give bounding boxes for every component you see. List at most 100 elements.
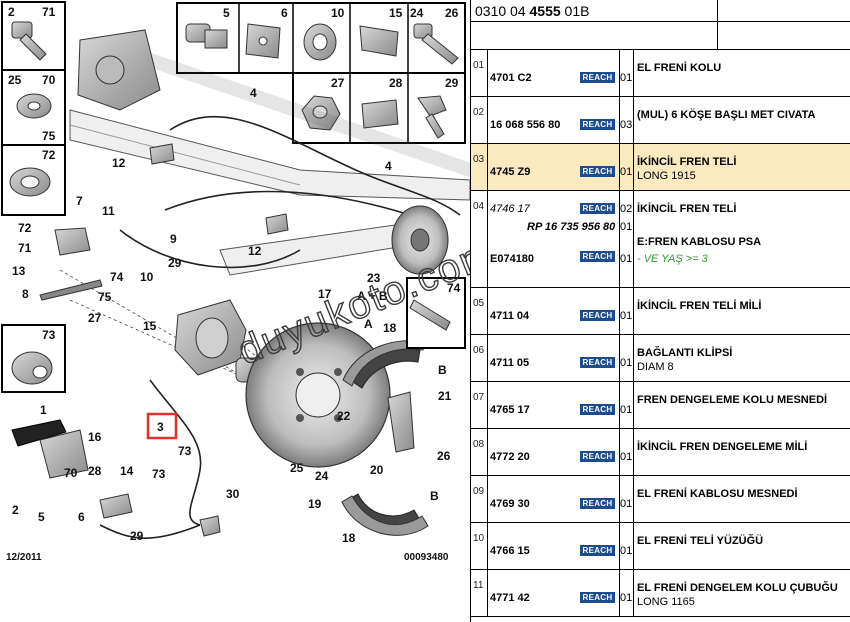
reach-badge[interactable]: REACH [580, 404, 615, 415]
reach-badge[interactable]: REACH [580, 545, 615, 556]
inset-label-6: 6 [281, 6, 288, 20]
part-number: 4766 15 [490, 545, 530, 557]
part-quantity: 01 [620, 310, 633, 322]
part-description: EL FRENİ KABLOSU MESNEDİ [637, 488, 798, 500]
callout-6: 6 [78, 510, 85, 524]
inset-label-29: 29 [445, 76, 459, 90]
washer-icon [16, 93, 52, 119]
bracket-icon [245, 23, 281, 59]
callout-1: 1 [40, 403, 47, 417]
part-number: 4769 30 [490, 498, 530, 510]
part-spec: LONG 1165 [637, 596, 695, 608]
reach-badge[interactable]: REACH [580, 498, 615, 509]
callout-73a: 73 [152, 467, 166, 481]
callout-29a: 29 [168, 256, 182, 270]
callout-4a: 4 [250, 86, 257, 100]
brake-cables [99, 115, 461, 539]
part-description: İKİNCİL FREN TELİ MİLİ [637, 300, 762, 312]
part-quantity: 01 [620, 72, 633, 84]
callout-14: 14 [120, 464, 134, 478]
brake-lever [387, 391, 415, 453]
inset-label-25: 25 [8, 73, 22, 87]
highlight-box-part-3 [146, 412, 178, 440]
reach-badge[interactable]: REACH [580, 310, 615, 321]
table-subheader [471, 22, 850, 50]
part-number: 4745 Z9 [490, 166, 531, 178]
reach-badge[interactable]: REACH [580, 357, 615, 368]
inset-label-15: 15 [389, 6, 403, 20]
part-number: 4711 05 [490, 357, 530, 369]
stub-axle [174, 299, 267, 383]
inset-label-24: 24 [410, 6, 424, 20]
replacement-quantity: 01 [620, 221, 633, 233]
part-description: İKİNCİL FREN TELİ [637, 203, 737, 215]
handbrake-lever [11, 419, 89, 479]
row-index: 04 [473, 201, 485, 212]
brake-shoe-lower [341, 493, 429, 536]
cable-end-icon [11, 351, 53, 385]
part-number: 4765 17 [490, 404, 530, 416]
clip-12b [265, 213, 289, 235]
inset-label-72: 72 [42, 148, 56, 162]
reach-badge[interactable]: REACH [580, 592, 615, 603]
screw-icon [413, 23, 459, 65]
bolt-icon [11, 21, 47, 61]
callout-72: 72 [18, 221, 32, 235]
reach-badge[interactable]: REACH [580, 72, 615, 83]
callout-28: 28 [88, 464, 102, 478]
part-quantity: 01 [620, 404, 633, 416]
equalizer-rod [39, 279, 103, 301]
alt-quantity: 01 [620, 253, 633, 265]
reach-badge[interactable]: REACH [580, 119, 615, 130]
alt-condition: - VE YAŞ >= 3 [637, 253, 708, 265]
row-index: 01 [473, 60, 485, 71]
part-quantity: 01 [620, 357, 633, 369]
part-spec: LONG 1915 [637, 170, 696, 182]
table-header: 0310 04 4555 01B [471, 0, 850, 22]
callout-2: 2 [12, 503, 19, 517]
callout-27: 27 [88, 311, 102, 325]
row-index: 08 [473, 439, 485, 450]
bushing-icon [9, 167, 51, 197]
inset-label-2: 2 [8, 5, 15, 19]
callout-labels: 4 4 12 12 7 11 9 72 71 10 29 13 74 8 75 … [12, 86, 452, 545]
reach-badge[interactable]: REACH [580, 451, 615, 462]
hub-carrier-top [77, 29, 161, 111]
alt-part-number: E074180 [490, 253, 535, 265]
callout-10: 10 [140, 270, 154, 284]
reach-badge[interactable]: REACH [580, 166, 615, 177]
reference-number: 0310 04 4555 01B [475, 3, 590, 19]
callout-26: 26 [437, 449, 451, 463]
part-description: EL FRENİ DENGELEM KOLU ÇUBUĞU [637, 582, 838, 594]
row-index: 07 [473, 392, 485, 403]
row-index: 05 [473, 298, 485, 309]
part-description: EL FRENİ TELİ YÜZÜĞÜ [637, 535, 764, 547]
callout-73b: 73 [178, 444, 192, 458]
callout-8: 8 [22, 287, 29, 301]
callout-30: 30 [226, 487, 240, 501]
callout-18b: 18 [342, 531, 356, 545]
reach-badge-alt[interactable]: REACH [580, 251, 615, 262]
callout-16: 16 [88, 430, 102, 444]
callout-23: 23 [367, 271, 381, 285]
callout-29b: 29 [130, 529, 144, 543]
row-index: 02 [473, 107, 485, 118]
callout-9: 9 [170, 232, 177, 246]
alt-description: E:FREN KABLOSU PSA [637, 236, 762, 248]
cable-bracket-14 [99, 493, 133, 519]
callout-11: 11 [102, 204, 115, 218]
callout-12b: 12 [248, 244, 262, 258]
reach-badge[interactable]: REACH [580, 203, 615, 214]
